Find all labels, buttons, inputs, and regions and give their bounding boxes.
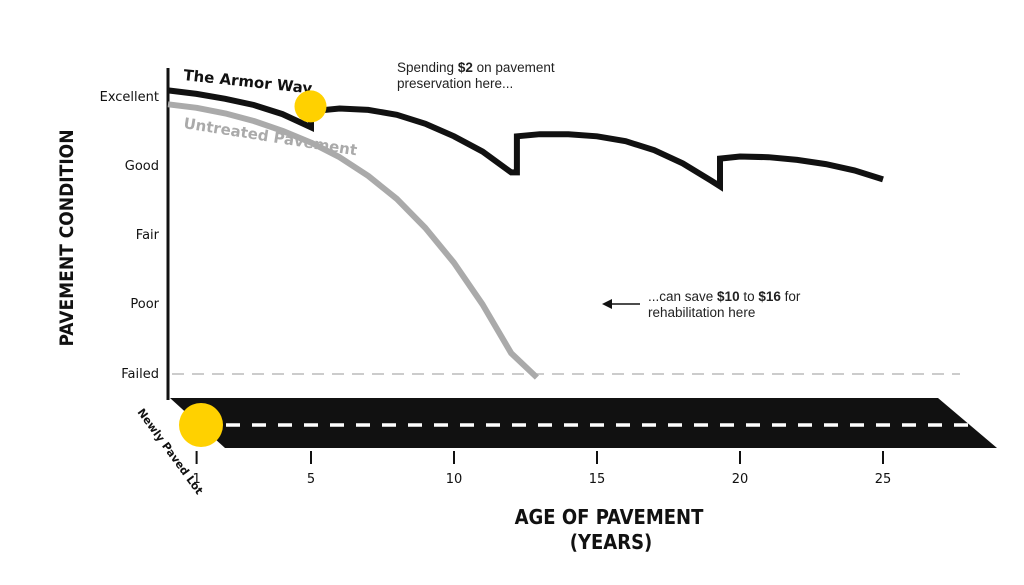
y-label-poor: Poor xyxy=(130,297,159,312)
y-label-excellent: Excellent xyxy=(100,90,159,105)
save-pre: ...can save xyxy=(648,289,717,304)
x-tick-label: 10 xyxy=(446,472,463,487)
save-arrow-head xyxy=(602,299,612,309)
y-label-good: Good xyxy=(125,159,159,174)
newly-paved-marker xyxy=(179,403,223,447)
save-amount-low: $10 xyxy=(717,289,740,304)
save-annotation-line2: rehabilitation here xyxy=(648,305,755,320)
x-tick-label: 25 xyxy=(875,472,892,487)
series-line-armor-way xyxy=(167,87,884,192)
spend-pre: Spending xyxy=(397,60,458,75)
y-label-failed: Failed xyxy=(121,367,159,382)
x-axis-title: AGE OF PAVEMENT xyxy=(515,505,704,529)
spend-amount: $2 xyxy=(458,60,473,75)
save-mid: to xyxy=(740,289,759,304)
save-amount-high: $16 xyxy=(758,289,781,304)
series-label-untreated: Untreated Pavement xyxy=(182,114,358,159)
x-tick-label: 15 xyxy=(589,472,606,487)
save-annotation: ...can save $10 to $16 for xyxy=(648,289,801,304)
x-tick-label: 20 xyxy=(732,472,749,487)
x-tick-label: 1 xyxy=(192,472,200,487)
y-label-fair: Fair xyxy=(136,228,160,243)
y-axis-labels: Excellent Good Fair Poor Failed xyxy=(100,90,160,382)
save-post: for xyxy=(781,289,801,304)
preservation-marker xyxy=(294,90,327,123)
y-axis-title: PAVEMENT CONDITION xyxy=(56,129,78,346)
road-band xyxy=(170,398,997,448)
spend-annotation: Spending $2 on pavement xyxy=(397,60,555,75)
spend-post: on pavement xyxy=(473,60,555,75)
series-line-untreated xyxy=(167,101,539,380)
spend-annotation-line2: preservation here... xyxy=(397,76,513,91)
x-axis-unit: (YEARS) xyxy=(570,530,653,554)
x-tick-label: 5 xyxy=(307,472,315,487)
